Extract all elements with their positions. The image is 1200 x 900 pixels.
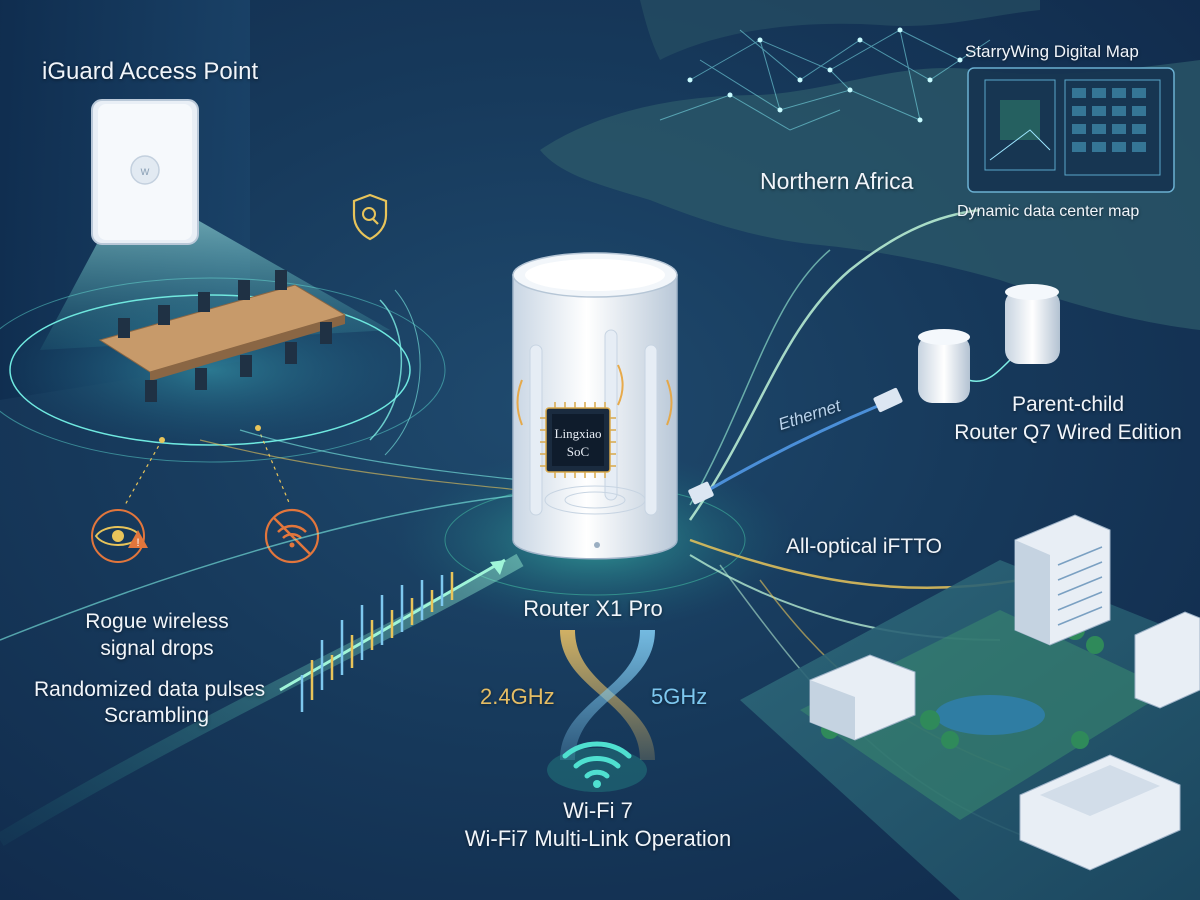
parent-child-routers <box>918 284 1060 403</box>
data-center-map-label: Dynamic data center map <box>957 202 1139 221</box>
soc-label-line1: Lingxiao <box>550 425 606 443</box>
rogue-label-line2: signal drops <box>100 636 213 661</box>
pulses-label-line2: Scrambling <box>104 703 209 728</box>
eye-warning-icon: ! <box>92 510 148 562</box>
parent-child-label-line1: Parent-child <box>1012 392 1124 417</box>
svg-text:!: ! <box>136 537 139 549</box>
svg-text:w: w <box>140 164 150 178</box>
router-label: Router X1 Pro <box>523 596 662 622</box>
wifi7-label: Wi-Fi 7 <box>563 798 633 824</box>
dual-band-ribbons <box>560 630 655 760</box>
band-5ghz-label: 5GHz <box>651 684 707 710</box>
access-point-label: iGuard Access Point <box>42 58 258 87</box>
pulses-label-line1: Randomized data pulses <box>34 677 265 702</box>
optical-label: All-optical iFTTO <box>786 534 942 559</box>
soc-label: Lingxiao SoC <box>550 425 606 460</box>
soc-label-line2: SoC <box>550 443 606 461</box>
shield-search-icon <box>354 195 386 239</box>
digital-map-panel <box>968 68 1174 192</box>
band-24ghz-label: 2.4GHz <box>480 684 555 710</box>
mlo-label: Wi-Fi7 Multi-Link Operation <box>465 826 732 852</box>
rogue-label-line1: Rogue wireless <box>85 609 229 634</box>
parent-child-label-line2: Router Q7 Wired Edition <box>954 420 1182 445</box>
northern-africa-label: Northern Africa <box>760 168 913 196</box>
access-point-device: w <box>92 100 198 244</box>
digital-map-title: StarryWing Digital Map <box>965 42 1139 62</box>
